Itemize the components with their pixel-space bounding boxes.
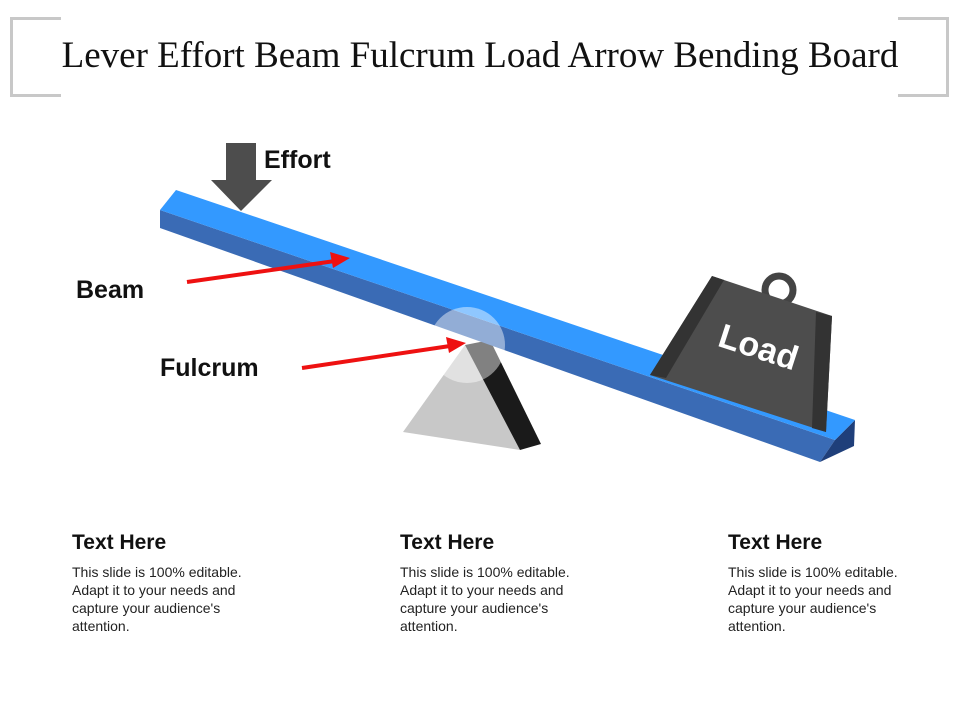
column-body: This slide is 100% editable. Adapt it to…	[400, 564, 570, 634]
column-heading: Text Here	[728, 531, 823, 554]
effort-arrow	[211, 143, 272, 211]
column-body: This slide is 100% editable. Adapt it to…	[728, 564, 898, 634]
fulcrum-triangle	[403, 340, 541, 450]
corner-bracket-right	[898, 17, 949, 97]
text-column-1: Text Here This slide is 100% editable. A…	[72, 531, 272, 635]
fulcrum-highlight	[429, 307, 505, 383]
fulcrum-pointer-arrow	[301, 337, 466, 370]
beam-label: Beam	[76, 276, 145, 304]
text-column-3: Text Here This slide is 100% editable. A…	[728, 531, 928, 635]
effort-label: Effort	[264, 146, 331, 174]
fulcrum-label: Fulcrum	[160, 354, 259, 382]
beam-pointer-arrow	[186, 252, 350, 284]
column-heading: Text Here	[72, 531, 167, 554]
column-heading: Text Here	[400, 531, 495, 554]
text-column-2: Text Here This slide is 100% editable. A…	[400, 531, 600, 635]
corner-bracket-left	[10, 17, 61, 97]
load-weight: Load	[650, 272, 832, 432]
page-title: Lever Effort Beam Fulcrum Load Arrow Ben…	[61, 35, 899, 76]
column-body: This slide is 100% editable. Adapt it to…	[72, 564, 242, 634]
